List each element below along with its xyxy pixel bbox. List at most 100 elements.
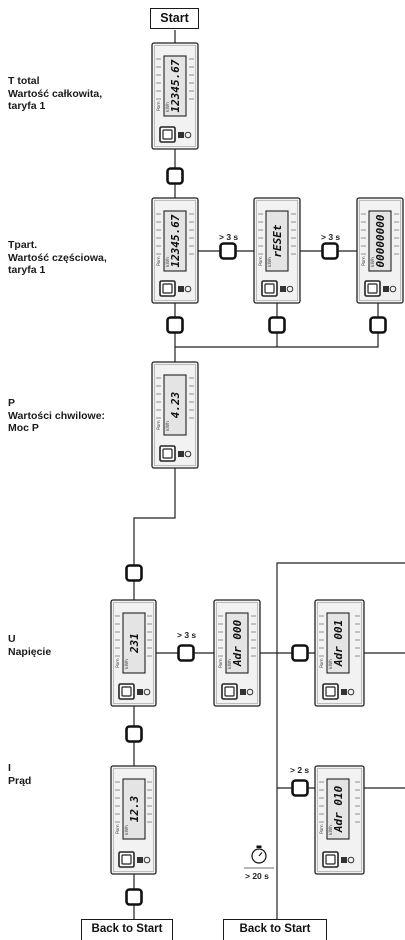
lcd-value: Adr 001 — [332, 620, 345, 667]
hold-time-reset: > 3 s — [219, 232, 238, 242]
lcd-value: 00000000 — [374, 214, 387, 267]
button-icon — [177, 644, 195, 662]
lcd-unit: kWh — [328, 825, 334, 835]
push-button-icon — [219, 242, 237, 260]
back-to-start-box-right[interactable]: Back to Start — [223, 919, 327, 940]
hold-time-address-enter: > 3 s — [177, 630, 196, 640]
meter-bezel — [256, 200, 298, 301]
meter-tag: Pom — [156, 101, 162, 111]
lcd-value: 231 — [128, 633, 141, 654]
push-button-icon — [125, 564, 143, 582]
label-i-title: I — [8, 762, 11, 774]
meter-push-button-inner — [162, 448, 173, 459]
lcd-unit: kWh — [165, 421, 171, 431]
lcd-display — [368, 210, 392, 272]
meter-bezel — [113, 602, 154, 704]
meter-led — [178, 286, 184, 292]
meter-tag: Pom — [319, 824, 325, 834]
meter-push-button-inner — [224, 686, 235, 697]
label-t-total-title: T total — [8, 75, 40, 87]
label-p: P Wartości chwilowe: Moc P — [8, 397, 105, 435]
meter-led — [137, 689, 143, 695]
meter-push-button — [159, 445, 176, 462]
connector-line — [276, 562, 405, 919]
hold-time-zero: > 3 s — [321, 232, 340, 242]
meter-push-button-inner — [325, 686, 336, 697]
lcd-unit: kWh — [124, 825, 130, 835]
meter-led — [383, 286, 389, 292]
label-p-title: P — [8, 397, 16, 409]
meter-indicator — [143, 688, 151, 696]
button-icon — [166, 167, 184, 185]
meter-tag: Pom — [156, 420, 162, 430]
meter-led — [178, 132, 184, 138]
label-t-part-title: Tpart. — [8, 239, 38, 251]
lcd-display — [163, 210, 187, 272]
meter-bezel — [113, 768, 154, 872]
lcd-unit: kWh — [370, 257, 376, 267]
meter-bezel — [154, 364, 196, 466]
button-icon — [291, 644, 309, 662]
lcd-display — [265, 210, 289, 272]
meter-push-button — [159, 126, 176, 143]
lcd-value: rESEt — [271, 224, 284, 257]
push-button-icon — [125, 888, 143, 906]
stopwatch-crown — [256, 845, 262, 848]
start-box[interactable]: Start — [150, 8, 199, 29]
push-button-icon — [321, 242, 339, 260]
push-button-icon — [268, 316, 286, 334]
label-i: I Prąd — [8, 762, 31, 787]
meter-tag: Pom — [115, 824, 121, 834]
meter-bezel — [154, 200, 196, 301]
meter-push-button — [159, 280, 176, 297]
label-t-total-line1: Wartość całkowita, — [8, 87, 103, 100]
back-to-start-box-left[interactable]: Back to Start — [81, 919, 173, 940]
meter-push-button — [118, 851, 135, 868]
label-t-part-line2: taryfa 1 — [8, 264, 46, 276]
label-t-part-line1: Wartość częściowa, — [8, 251, 107, 264]
push-button-icon — [291, 779, 309, 797]
meter-indicator — [286, 285, 294, 293]
label-t-total: T total Wartość całkowita, taryfa 1 — [8, 75, 102, 113]
meter-push-button — [322, 683, 339, 700]
meter-indicator — [184, 450, 192, 458]
meter-led — [341, 857, 347, 863]
lcd-unit: kWh — [227, 659, 233, 669]
stopwatch-icon — [244, 845, 274, 869]
meter-indicator — [246, 688, 254, 696]
timeout-label: > 20 s — [245, 871, 269, 881]
button-icon — [166, 316, 184, 334]
button-icon — [219, 242, 237, 260]
meter-push-button-inner — [162, 283, 173, 294]
meter-bezel — [359, 200, 401, 301]
meter-indicator — [389, 285, 397, 293]
meter-push-button-inner — [325, 854, 336, 865]
label-t-total-line2: taryfa 1 — [8, 100, 46, 112]
meter-indicator — [347, 856, 355, 864]
push-button-icon — [166, 167, 184, 185]
meter-bezel — [317, 768, 362, 872]
label-u-title: U — [8, 633, 16, 645]
lcd-unit: kWh — [267, 257, 273, 267]
meter-push-button-inner — [367, 283, 378, 294]
meter-tag: Pom — [258, 256, 264, 266]
meter-tag: Pom — [218, 658, 224, 668]
push-button-icon — [125, 725, 143, 743]
meter-led — [137, 857, 143, 863]
button-icon — [125, 888, 143, 906]
button-icon — [369, 316, 387, 334]
lcd-unit: kWh — [124, 659, 130, 669]
meter-indicator — [143, 856, 151, 864]
lcd-value: Adr 010 — [332, 785, 345, 833]
label-t-part: Tpart. Wartość częściowa, taryfa 1 — [8, 239, 107, 277]
meter-push-button-inner — [264, 283, 275, 294]
meter-indicator — [184, 285, 192, 293]
meter-indicator — [184, 131, 192, 139]
lcd-display — [326, 778, 350, 840]
connector-line — [133, 468, 176, 600]
